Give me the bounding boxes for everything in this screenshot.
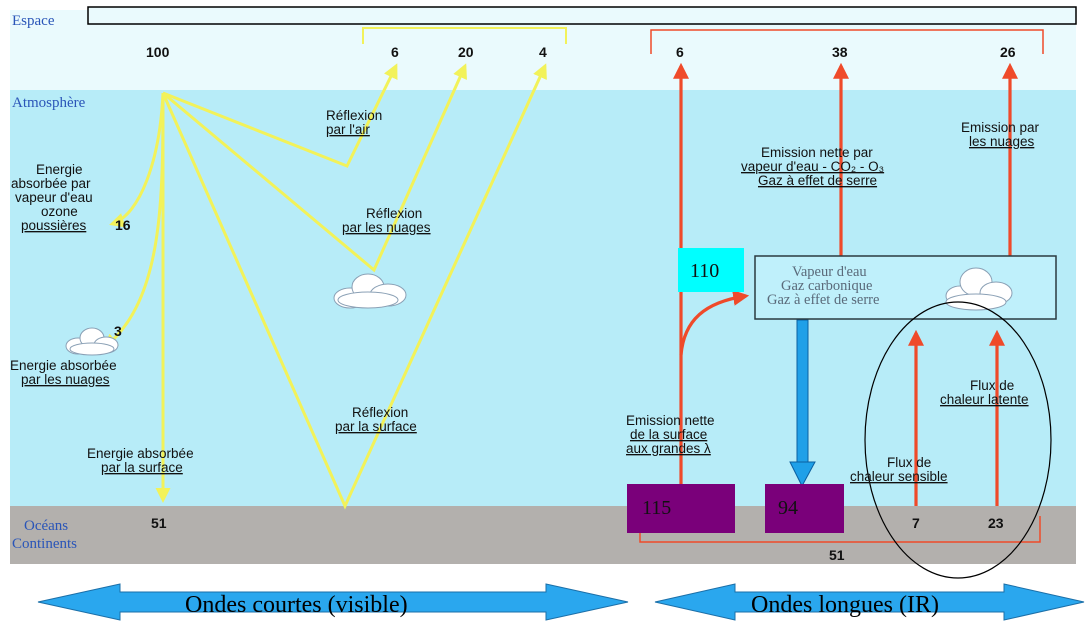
reflect-clouds-value: 20 (458, 44, 474, 60)
svg-text:par l'air: par l'air (326, 122, 370, 137)
reflect-surface-arrow (161, 63, 547, 510)
gas-emission-label: Emission nette par vapeur d'eau - CO₂ - … (741, 145, 884, 188)
space-top-bar (87, 6, 1077, 25)
latent-heat-label: Flux de chaleur latente (940, 378, 1029, 407)
reflect-surface-label: Réflexion par la surface (335, 405, 417, 434)
back-radiation-box (765, 484, 844, 533)
svg-text:Energie absorbée: Energie absorbée (87, 446, 194, 461)
svg-text:Réflexion: Réflexion (352, 405, 408, 420)
reflect-clouds-arrow (162, 63, 467, 273)
gas-box-label: Vapeur d'eau Gaz carbonique Gaz à effet … (767, 264, 879, 308)
svg-text:par les nuages: par les nuages (342, 220, 431, 235)
absorbed-atmo-value: 16 (115, 217, 131, 233)
absorbed-clouds-value: 3 (114, 323, 122, 339)
svg-text:par les nuages: par les nuages (21, 372, 110, 387)
surface-zone (10, 506, 1076, 564)
cloud-emission-value: 26 (1000, 44, 1016, 60)
reflection-bracket (362, 27, 567, 44)
svg-text:poussières: poussières (21, 218, 87, 233)
back-radiation-arrow (796, 319, 809, 466)
shortwave-group (102, 27, 567, 510)
gas-emission-value: 38 (832, 44, 848, 60)
surface-emission-value: 115 (642, 497, 671, 519)
svg-text:par la surface: par la surface (101, 460, 183, 475)
atmo-absorbed-box (678, 248, 744, 292)
surface-label-oceans: Océans (24, 518, 68, 534)
surface-total-value: 51 (829, 547, 845, 563)
svg-text:Emission nette: Emission nette (626, 413, 715, 428)
svg-text:Emission nette par: Emission nette par (761, 145, 873, 160)
svg-text:aux grandes λ: aux grandes λ (626, 441, 711, 456)
svg-text:les nuages: les nuages (969, 134, 1035, 149)
atmo-absorbed-value: 110 (690, 260, 719, 282)
svg-text:Gaz à effet de serre: Gaz à effet de serre (758, 173, 877, 188)
svg-text:vapeur d'eau: vapeur d'eau (15, 190, 93, 205)
reflect-air-arrow (162, 63, 398, 168)
reflect-air-label: Réflexion par l'air (326, 108, 382, 137)
reflect-air-value: 6 (391, 44, 399, 60)
cloud-icon (333, 273, 407, 309)
svg-text:vapeur d'eau - CO₂ - O₃: vapeur d'eau - CO₂ - O₃ (741, 159, 884, 174)
svg-text:Réflexion: Réflexion (366, 206, 422, 221)
latent-heat-value: 23 (988, 515, 1004, 531)
absorbed-atmo-arrow (109, 92, 165, 228)
back-radiation-arrowhead (789, 461, 816, 488)
shortwave-band-arrow: Ondes courtes (visible) (37, 583, 629, 621)
svg-text:Gaz carbonique: Gaz carbonique (781, 278, 872, 294)
surface-to-space-value: 6 (676, 44, 684, 60)
back-radiation-value: 94 (778, 497, 798, 519)
longwave-band-label: Ondes longues (IR) (751, 592, 939, 618)
longwave-group (627, 29, 1057, 579)
absorbed-surface-label: Energie absorbée par la surface (87, 446, 194, 475)
longwave-band-arrow: Ondes longues (IR) (654, 583, 1085, 621)
surface-to-gas-arrow (679, 289, 750, 356)
svg-text:Flux de: Flux de (887, 455, 931, 470)
surface-emission-label: Emission nette de la surface aux grandes… (626, 413, 715, 456)
surface-label-continents: Continents (12, 536, 77, 552)
svg-text:Emission par: Emission par (961, 120, 1040, 135)
sensible-heat-label: Flux de chaleur sensible (850, 455, 948, 484)
absorbed-surface-value: 51 (151, 515, 167, 531)
sensible-heat-value: 7 (912, 515, 920, 531)
svg-text:Energie: Energie (36, 162, 83, 177)
svg-text:chaleur sensible: chaleur sensible (850, 469, 948, 484)
svg-text:Gaz à effet de serre: Gaz à effet de serre (767, 292, 879, 308)
cloud-icon (65, 327, 119, 356)
surface-emission-box (627, 484, 735, 533)
svg-text:Flux de: Flux de (970, 378, 1014, 393)
svg-text:chaleur latente: chaleur latente (940, 392, 1029, 407)
longwave-top-bracket (650, 29, 1044, 54)
svg-text:Réflexion: Réflexion (326, 108, 382, 123)
svg-text:Vapeur d'eau: Vapeur d'eau (792, 264, 867, 280)
svg-text:absorbée par: absorbée par (11, 176, 91, 191)
heat-flux-highlight-ellipse (864, 301, 1052, 579)
absorbed-clouds-label: Energie absorbée par les nuages (10, 358, 117, 387)
svg-text:ozone: ozone (41, 204, 78, 219)
space-label: Espace (12, 13, 55, 29)
cloud-icon (945, 267, 1013, 311)
absorbed-atmo-label: Energie absorbée par vapeur d'eau ozone … (11, 162, 93, 233)
svg-text:de la surface: de la surface (630, 427, 707, 442)
atmosphere-label: Atmosphère (12, 95, 86, 111)
reflect-surface-value: 4 (539, 44, 547, 60)
cloud-emission-label: Emission par les nuages (961, 120, 1040, 149)
svg-text:par la surface: par la surface (335, 419, 417, 434)
reflect-clouds-label: Réflexion par les nuages (342, 206, 431, 235)
svg-text:Energie absorbée: Energie absorbée (10, 358, 117, 373)
shortwave-band-label: Ondes courtes (visible) (185, 592, 408, 618)
incoming-value: 100 (146, 44, 170, 60)
